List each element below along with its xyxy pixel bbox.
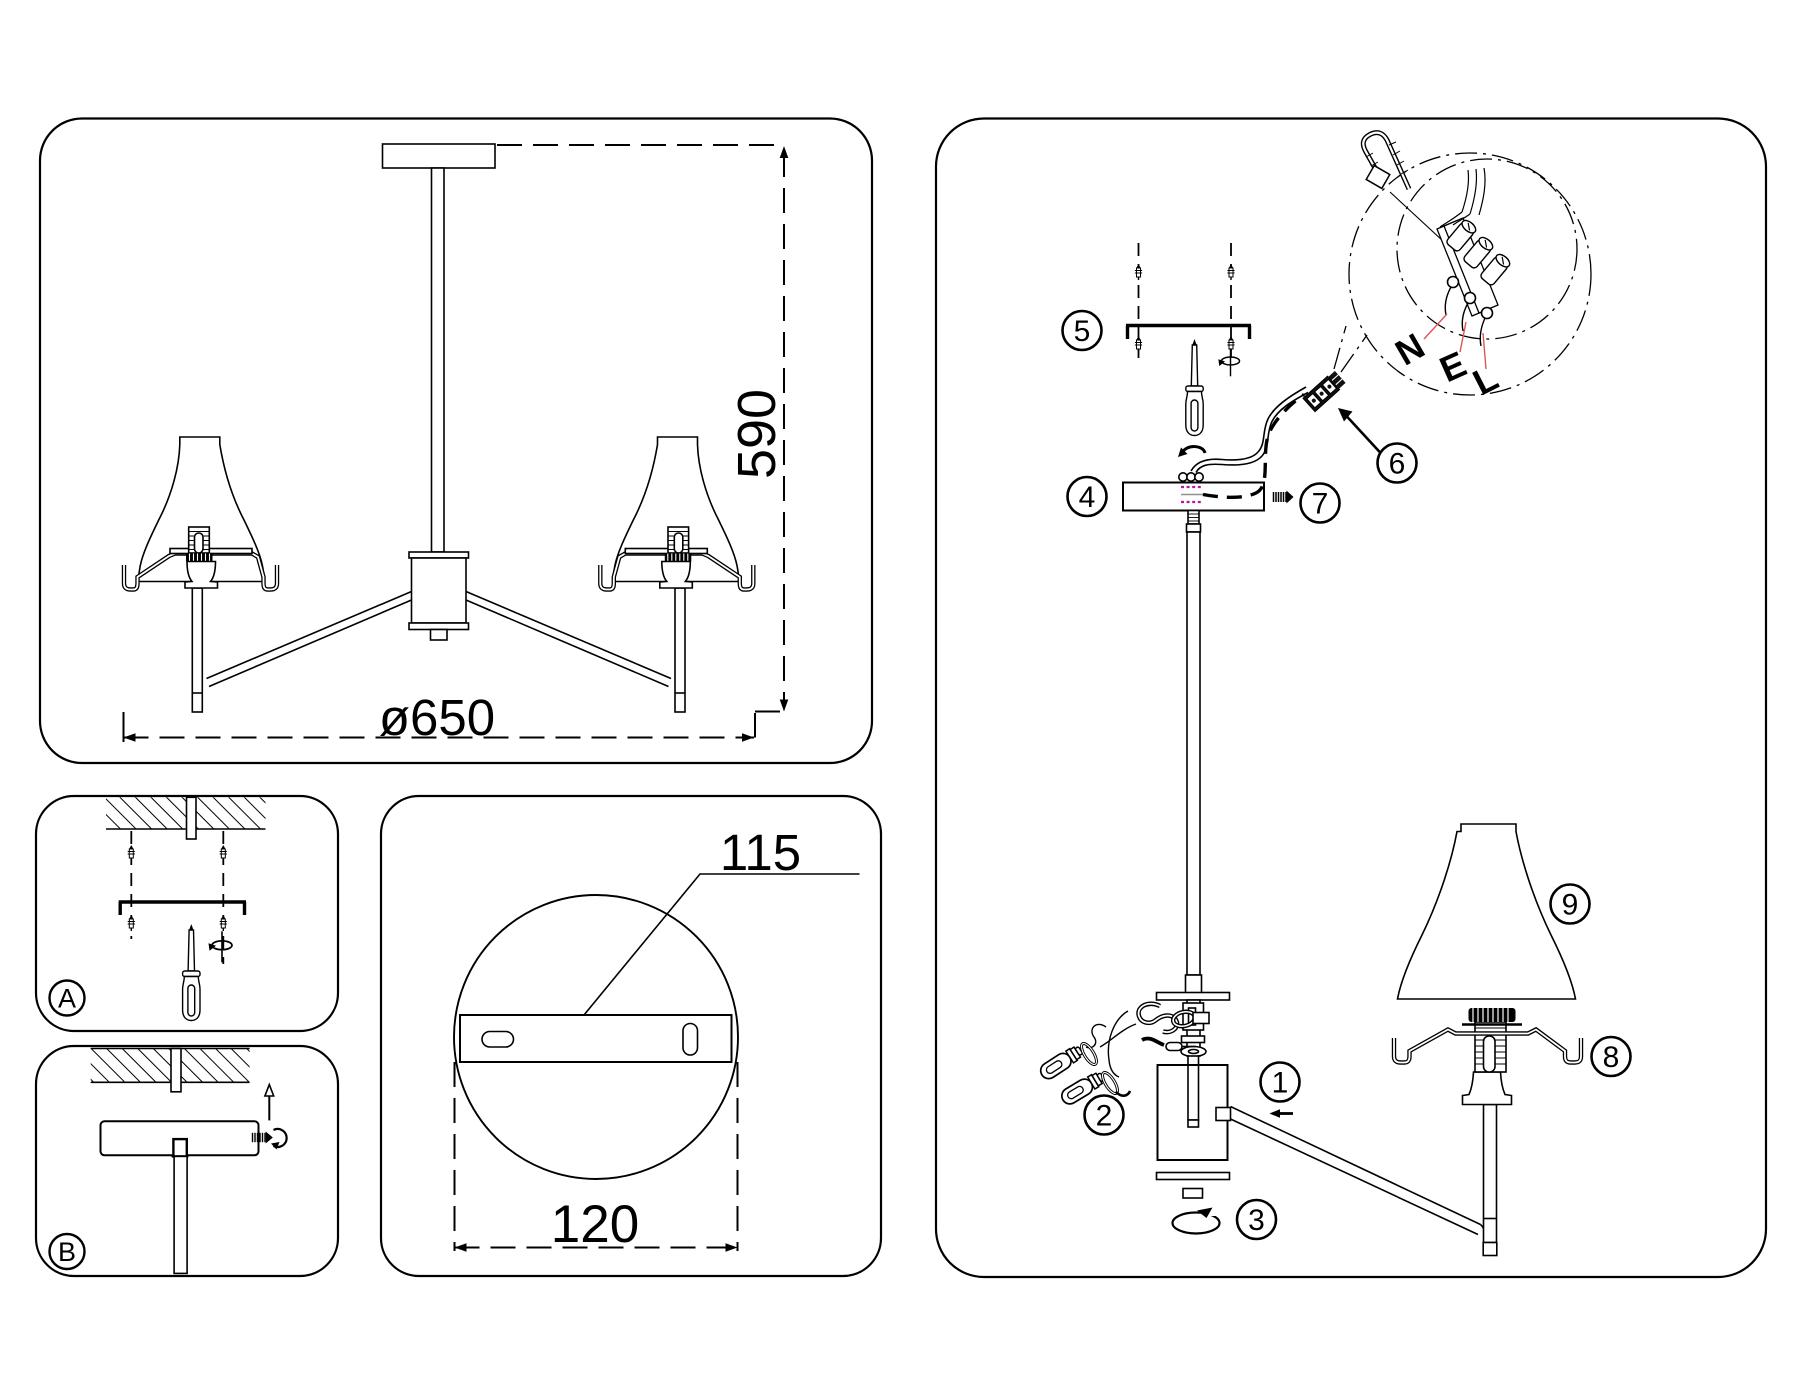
svg-text:5: 5	[1074, 315, 1091, 348]
svg-text:6: 6	[1389, 448, 1406, 481]
svg-text:7: 7	[1312, 488, 1329, 521]
svg-text:115: 115	[720, 824, 801, 881]
svg-text:8: 8	[1603, 1041, 1620, 1074]
svg-text:590: 590	[727, 389, 787, 479]
svg-text:A: A	[58, 984, 76, 1014]
svg-text:1: 1	[1272, 1067, 1289, 1100]
svg-text:ø650: ø650	[379, 689, 495, 746]
svg-text:2: 2	[1096, 1100, 1113, 1133]
svg-text:3: 3	[1248, 1204, 1265, 1237]
svg-text:120: 120	[551, 1195, 639, 1254]
svg-text:B: B	[58, 1237, 76, 1267]
svg-text:4: 4	[1079, 481, 1096, 514]
svg-text:9: 9	[1562, 889, 1579, 922]
